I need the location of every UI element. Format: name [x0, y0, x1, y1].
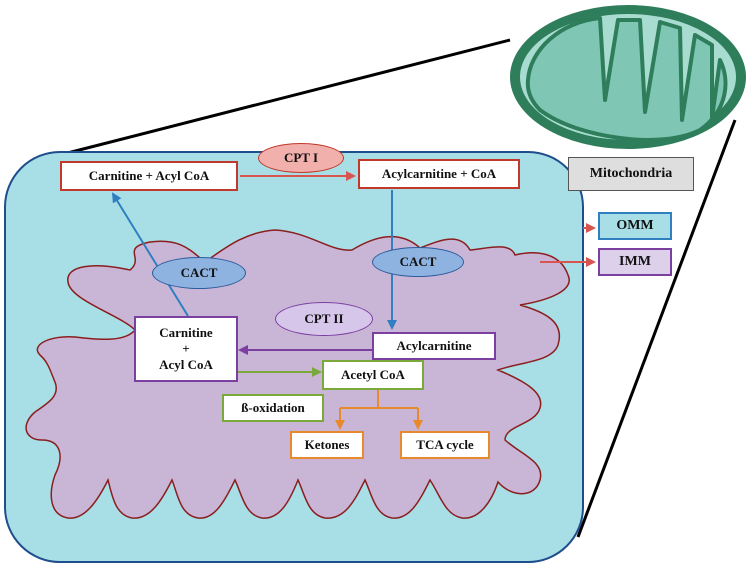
acylcarnitine-coa-box: Acylcarnitine + CoA: [358, 159, 520, 189]
carnitine-line-2: +: [182, 340, 190, 356]
mitochondrion-cristae: [525, 16, 728, 142]
beta-oxidation-box: ß-oxidation: [222, 394, 324, 422]
cact-left-label: CACT: [152, 257, 246, 289]
tca-cycle-box: TCA cycle: [400, 431, 490, 459]
ketones-box: Ketones: [290, 431, 364, 459]
carnitine-line-3: Acyl CoA: [159, 357, 213, 373]
zoom-line-bottom: [576, 119, 737, 538]
carnitine-line-1: Carnitine: [159, 324, 213, 340]
cpt2-label: CPT II: [275, 302, 373, 336]
cpt1-label: CPT I: [258, 143, 344, 173]
carnitine-acyl-coa-matrix-box: Carnitine + Acyl CoA: [134, 316, 238, 382]
carnitine-acyl-coa-cytosol-box: Carnitine + Acyl CoA: [60, 161, 238, 191]
matrix-compartment: [25, 229, 570, 519]
arrow-cact-outward: [111, 192, 189, 317]
mitochondria-label: Mitochondria: [568, 157, 694, 191]
omm-legend-box: OMM: [598, 212, 672, 240]
cact-right-label: CACT: [372, 247, 464, 277]
arrow-branch: [340, 390, 418, 409]
imm-legend-box: IMM: [598, 248, 672, 276]
zoom-line-top: [39, 38, 511, 162]
acylcarnitine-box: Acylcarnitine: [372, 332, 496, 360]
acetyl-coa-box: Acetyl CoA: [322, 360, 424, 390]
mitochondrion-illustration: [510, 5, 746, 149]
